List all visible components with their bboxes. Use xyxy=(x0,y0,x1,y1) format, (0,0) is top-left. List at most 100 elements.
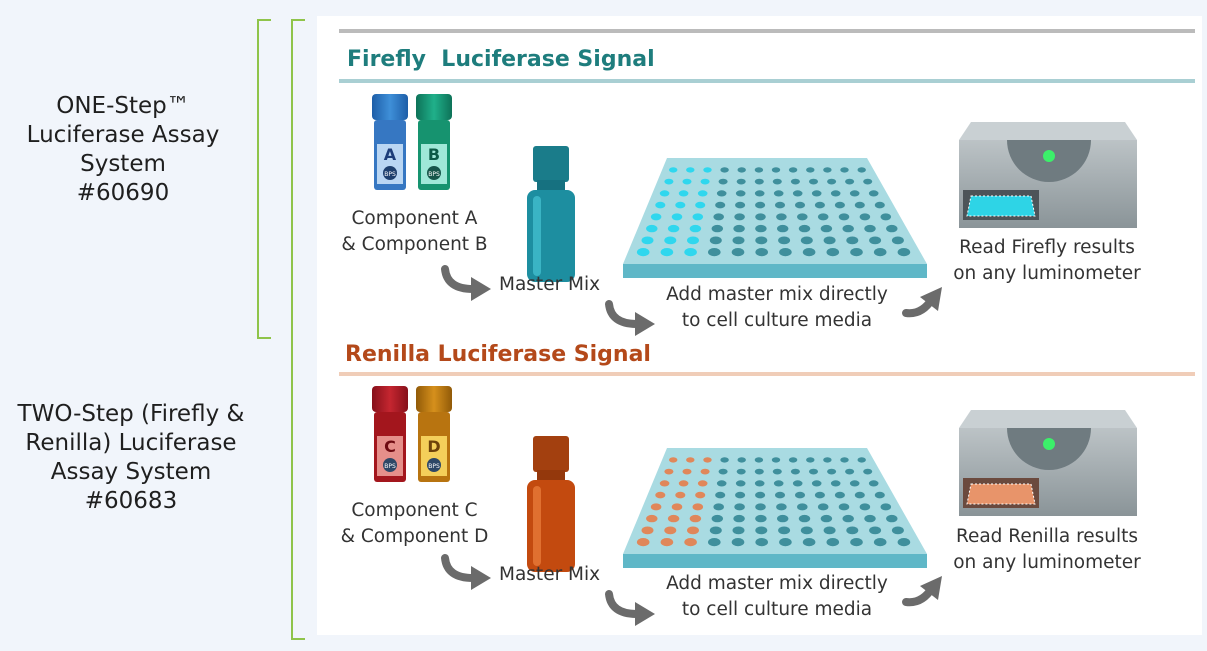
component-line: & Component B xyxy=(341,234,488,255)
well xyxy=(687,236,699,245)
well xyxy=(838,503,850,511)
firefly-master-mix-label: Master Mix xyxy=(499,274,601,295)
well xyxy=(772,178,782,185)
renilla-reagent-tubes: C BPS D BPS xyxy=(372,386,452,482)
well xyxy=(897,538,911,547)
well xyxy=(737,167,746,173)
well xyxy=(790,178,800,185)
well xyxy=(802,248,816,257)
well xyxy=(823,167,832,173)
one-step-line: System xyxy=(80,151,166,177)
well xyxy=(641,526,654,535)
well xyxy=(771,457,781,463)
well xyxy=(675,201,686,209)
well xyxy=(646,224,658,233)
well xyxy=(664,526,677,535)
well xyxy=(755,491,766,499)
well xyxy=(755,514,767,523)
component-line: Component A xyxy=(351,208,478,229)
well xyxy=(689,514,702,523)
well xyxy=(655,491,666,499)
well xyxy=(682,178,692,185)
well xyxy=(692,503,704,511)
well xyxy=(826,538,840,547)
well xyxy=(864,514,876,523)
well xyxy=(733,514,745,523)
two-step-line: Renilla) Luciferase xyxy=(25,430,237,456)
well xyxy=(849,190,860,197)
well xyxy=(754,167,764,173)
well xyxy=(669,167,678,173)
well xyxy=(795,201,805,209)
well xyxy=(755,236,768,245)
well xyxy=(733,224,745,233)
well xyxy=(834,201,845,209)
well xyxy=(735,190,746,197)
arrow-icon xyxy=(605,590,655,626)
well xyxy=(697,190,708,197)
well xyxy=(671,213,683,221)
well xyxy=(655,201,666,209)
tube-logo: BPS xyxy=(384,463,396,470)
well xyxy=(669,457,678,463)
well xyxy=(778,236,791,245)
well xyxy=(664,236,677,245)
well xyxy=(678,480,689,487)
well xyxy=(886,514,898,523)
well xyxy=(754,457,764,463)
well xyxy=(731,248,745,257)
firefly-section-title: Firefly Luciferase Signal xyxy=(347,47,655,72)
well xyxy=(711,514,723,523)
well xyxy=(718,468,728,475)
well xyxy=(716,480,727,487)
renilla-master-mix-label: Master Mix xyxy=(499,564,601,585)
luminometer-icon xyxy=(959,410,1137,516)
well xyxy=(814,201,825,209)
well xyxy=(820,514,833,523)
well xyxy=(755,201,766,209)
assay-workflow-panel: Firefly Luciferase Signal A BPS B BPS Co… xyxy=(317,16,1202,635)
well xyxy=(850,538,863,547)
well xyxy=(797,213,808,221)
well xyxy=(641,236,654,245)
well xyxy=(720,167,729,173)
well xyxy=(873,538,887,547)
well xyxy=(776,213,787,221)
arrow-icon xyxy=(441,265,491,301)
well xyxy=(788,167,798,173)
well xyxy=(734,503,745,511)
well xyxy=(854,201,865,209)
well xyxy=(845,468,855,475)
well xyxy=(671,503,683,511)
arrow-icon xyxy=(902,576,942,607)
renilla-wells xyxy=(636,457,911,547)
read-step-line: on any luminometer xyxy=(953,552,1141,573)
well xyxy=(667,514,680,523)
well xyxy=(684,538,697,547)
well xyxy=(735,480,746,487)
reagent-tube-icon: B BPS xyxy=(416,94,452,190)
well xyxy=(659,480,670,487)
tube-logo: BPS xyxy=(428,463,440,470)
well xyxy=(817,503,829,511)
two-step-catalog-number: #60683 xyxy=(84,488,178,514)
well xyxy=(868,190,879,197)
component-line: Component C xyxy=(351,500,478,521)
well xyxy=(790,468,800,475)
well xyxy=(682,468,692,475)
well xyxy=(830,190,841,197)
well xyxy=(755,538,768,547)
well xyxy=(697,480,708,487)
well xyxy=(846,236,859,245)
well xyxy=(718,178,728,185)
tube-letter-d: D xyxy=(427,437,440,456)
one-step-line: ONE-Step™ xyxy=(56,93,190,119)
well xyxy=(650,213,662,221)
well xyxy=(687,526,699,535)
well xyxy=(773,190,784,197)
well xyxy=(772,468,782,475)
well xyxy=(720,457,729,463)
firefly-wells xyxy=(636,167,911,257)
well xyxy=(886,224,898,233)
well xyxy=(820,224,833,233)
